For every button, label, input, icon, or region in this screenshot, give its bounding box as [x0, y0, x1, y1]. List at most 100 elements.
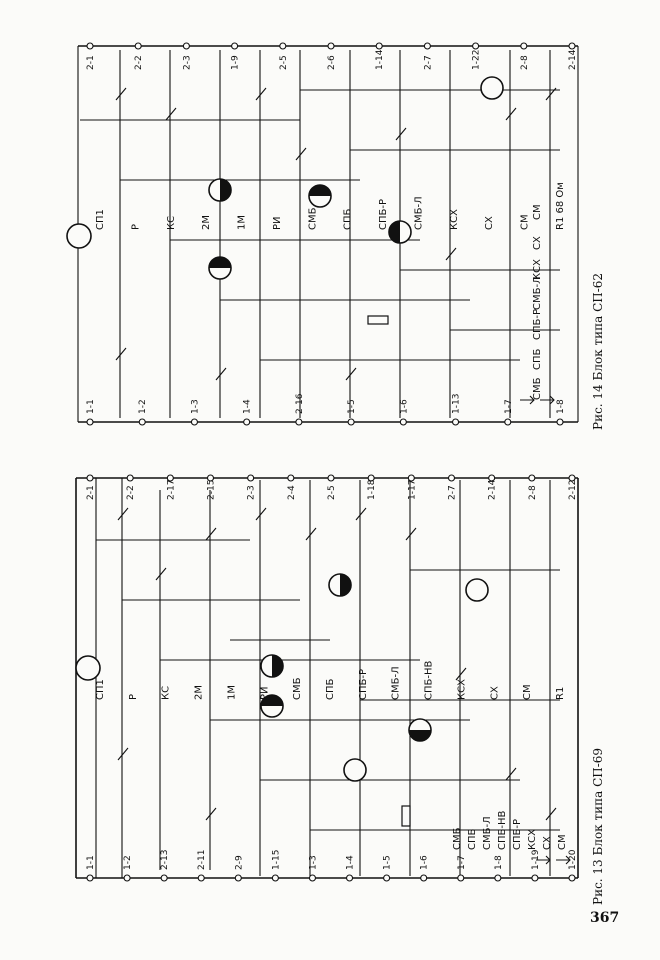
terminal-label: 2-3	[182, 55, 192, 70]
terminal-post	[447, 474, 456, 482]
terminal-post	[407, 474, 415, 482]
terminal-label: 2-12	[568, 480, 578, 500]
terminal-label: 2-9	[234, 855, 244, 870]
terminal-label: 1-6	[399, 399, 409, 414]
terminal-post	[206, 474, 215, 482]
relay-label: 1М	[226, 685, 237, 700]
input-label: СМ	[532, 204, 543, 220]
terminal-post	[347, 418, 355, 426]
terminal-label: 1-7	[504, 399, 514, 414]
terminal-post	[528, 474, 536, 482]
terminal-label: 2-5	[327, 485, 337, 500]
terminal-post	[197, 874, 205, 882]
terminal-post	[247, 474, 255, 482]
terminal-label: 1-9	[231, 55, 241, 70]
terminal-post	[86, 874, 94, 882]
terminal-label: 1-22	[472, 50, 482, 70]
relay-label: СМБ-Л	[413, 196, 424, 230]
terminal-label: 1-19	[531, 849, 541, 870]
relay-label: КС	[166, 216, 177, 230]
terminal-label: 1-1	[86, 855, 96, 870]
relay-label: СХ	[484, 216, 495, 230]
terminal-label: 2-17	[166, 480, 176, 500]
terminal-post	[423, 42, 431, 50]
terminal-post	[308, 874, 317, 882]
relay-label: РИ	[272, 216, 283, 230]
terminal-post	[520, 42, 528, 50]
terminal-post	[531, 874, 539, 882]
input-label: СПБ	[467, 828, 478, 850]
terminal-post	[86, 418, 94, 426]
terminal-post	[345, 874, 354, 882]
input-label: СМБ	[452, 827, 463, 850]
terminal-label: 2-2	[126, 485, 136, 500]
terminal-label: 2-8	[528, 485, 538, 500]
input-label: СПБ	[532, 348, 543, 370]
terminal-label: 1-1	[86, 399, 96, 414]
input-label: СМ	[557, 834, 568, 850]
terminal-post	[327, 474, 335, 482]
terminal-label: 2-14	[568, 49, 578, 70]
terminal-label: 1-7	[457, 855, 467, 870]
terminal-post	[383, 874, 391, 882]
terminal-label: 2-2	[134, 55, 144, 70]
input-label: КСХ	[532, 259, 543, 280]
terminal-post	[166, 474, 174, 482]
input-label: КСХ	[527, 829, 538, 850]
input-label: СХ	[532, 236, 543, 250]
relay-label: СМ	[520, 214, 531, 230]
terminal-post	[234, 874, 242, 882]
terminal-label: 1-18	[367, 479, 377, 500]
terminal-label: 2-1	[86, 485, 96, 500]
relay-label: КС	[161, 686, 172, 700]
terminal-label: 2-5	[279, 55, 289, 70]
terminal-post	[399, 418, 407, 426]
terminal-post	[472, 42, 480, 50]
terminal-label: 1-2	[123, 855, 133, 870]
terminal-label: 1-8	[556, 399, 566, 414]
terminal-label: 1-3	[190, 399, 200, 414]
terminal-post	[556, 418, 564, 426]
terminal-label: 1-2	[138, 399, 148, 414]
terminal-post	[160, 874, 168, 882]
relay-label: КСХ	[456, 679, 467, 700]
terminal-post	[231, 42, 239, 50]
terminal-post	[138, 418, 146, 426]
input-label: СПБ-Р	[512, 819, 523, 850]
relay-label: R1 68 Ом	[555, 182, 566, 230]
terminal-label: 1-20	[568, 849, 578, 870]
terminal-post	[488, 474, 496, 482]
relay-label: СПБ-НВ	[424, 661, 435, 700]
terminal-post	[126, 474, 134, 482]
terminal-label: 2-3	[247, 485, 257, 500]
figure-14-caption: Рис. 14 Блок типа СП-62	[591, 273, 605, 430]
relay-label: Р	[130, 224, 141, 230]
relay-label: СМ	[522, 684, 533, 700]
relay-label: СПБ-Р	[378, 199, 389, 230]
terminal-post	[494, 874, 502, 882]
relay-label: R1	[555, 687, 566, 700]
terminal-post	[182, 42, 190, 50]
relay-label: СМБ-Л	[391, 666, 402, 700]
relay-label: КСХ	[449, 209, 460, 230]
input-label: СПБ-НВ	[497, 811, 508, 850]
terminal-post	[243, 418, 251, 426]
terminal-post	[271, 874, 279, 882]
terminal-label: 2-6	[327, 55, 337, 70]
terminal-post	[86, 42, 94, 50]
terminal-label: 2-8	[520, 55, 530, 70]
terminal-label: 1-13	[452, 394, 462, 414]
relay-label: СПБ	[325, 678, 336, 700]
input-label: СПБ-Р	[532, 309, 543, 340]
relay-label: РИ	[259, 686, 270, 700]
terminal-label: 2-7	[423, 55, 433, 70]
relay-label: СП1	[95, 679, 106, 700]
